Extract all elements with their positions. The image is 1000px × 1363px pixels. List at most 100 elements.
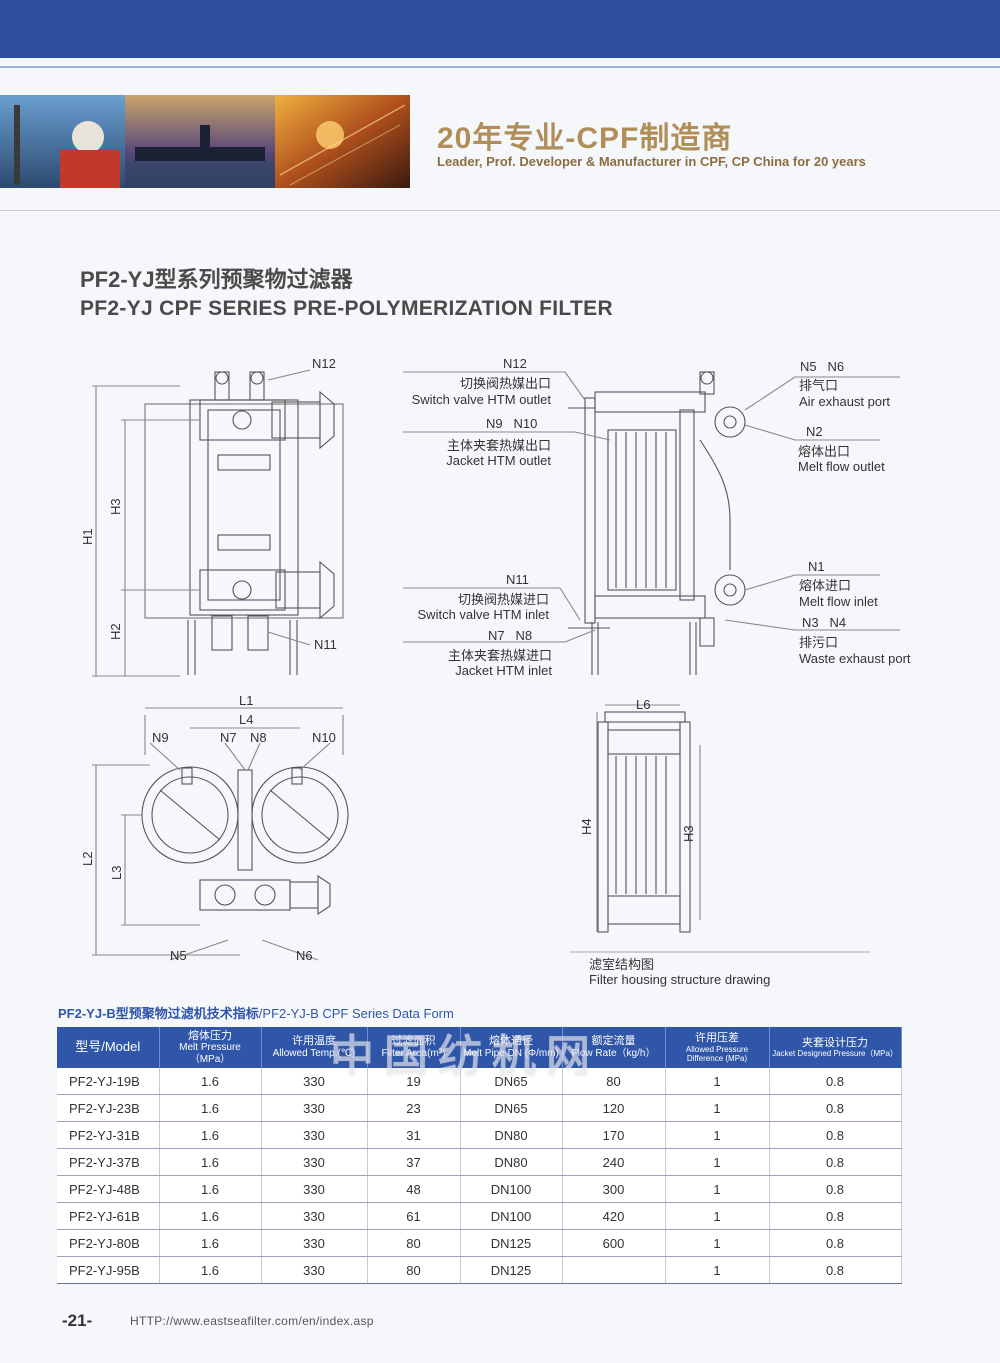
data-form-title: PF2-YJ-B型预聚物过滤机技术指标/PF2-YJ-B CPF Series … [58,1003,454,1022]
table-row: PF2-YJ-31B 1.6 330 31 DN80 170 1 0.8 [57,1121,902,1149]
front-n11-label: N11 [314,637,337,652]
top-n5-label: N5 [170,948,187,963]
housing-caption-cn: 滤室结构图 [589,957,654,972]
table-row: PF2-YJ-19B 1.6 330 19 DN65 80 1 0.8 [57,1068,902,1095]
cell-pressure-diff: 1 [665,1229,770,1257]
top-n9-label: N9 [152,730,169,745]
cell-area: 23 [367,1094,461,1122]
section-n11-label: N11 [506,572,529,587]
cell-area: 61 [367,1202,461,1230]
front-h2-label: H2 [108,623,123,640]
cell-pressure: 1.6 [159,1202,262,1230]
cell-dn: DN100 [460,1175,563,1203]
table-row: PF2-YJ-80B 1.6 330 80 DN125 600 1 0.8 [57,1229,902,1257]
cell-pressure-diff: 1 [665,1094,770,1122]
top-l2-label: L2 [80,852,95,866]
section-n12-label: N12 [503,356,527,371]
section-n1-label: N1 [808,559,825,574]
melt-outlet-en-label: Melt flow outlet [798,459,885,474]
cell-jacket-pressure: 0.8 [769,1175,902,1203]
cell-model: PF2-YJ-95B [57,1256,160,1284]
table-row: PF2-YJ-37B 1.6 330 37 DN80 240 1 0.8 [57,1148,902,1176]
cell-temp: 330 [261,1068,368,1095]
table-row: PF2-YJ-95B 1.6 330 80 DN125 1 0.8 [57,1256,902,1284]
section-n2-label: N2 [806,424,823,439]
product-title-english: PF2-YJ CPF SERIES PRE-POLYMERIZATION FIL… [80,297,613,320]
top-l1-label: L1 [239,693,253,708]
cell-flow: 240 [562,1148,666,1176]
cell-pressure-diff: 1 [665,1148,770,1176]
watermark-text: 中国纺机网 [330,1032,600,1081]
jacket-inlet-cn-label: 主体夹套热媒进口 [448,648,552,663]
cell-pressure: 1.6 [159,1256,262,1284]
table-row: PF2-YJ-23B 1.6 330 23 DN65 120 1 0.8 [57,1094,902,1122]
top-view-drawing [92,707,349,961]
cell-area: 80 [367,1229,461,1257]
cell-flow [562,1256,666,1284]
cell-dn: DN125 [460,1256,563,1284]
cell-jacket-pressure: 0.8 [769,1202,902,1230]
section-view-drawing [403,371,900,675]
top-n6-label: N6 [296,948,313,963]
cell-flow: 600 [562,1229,666,1257]
slogan-chinese: 20年专业-CPF制造商 [437,122,733,155]
section-n9-n10-label: N9 N10 [486,416,537,431]
housing-caption-en: Filter housing structure drawing [589,972,770,987]
front-view-drawing [92,369,344,677]
switch-inlet-cn-label: 切换阀热媒进口 [458,592,549,607]
cell-pressure-diff: 1 [665,1202,770,1230]
cell-model: PF2-YJ-31B [57,1121,160,1149]
cell-area: 80 [367,1256,461,1284]
cell-temp: 330 [261,1148,368,1176]
table-row: PF2-YJ-48B 1.6 330 48 DN100 300 1 0.8 [57,1175,902,1203]
cell-pressure-diff: 1 [665,1068,770,1095]
cell-pressure: 1.6 [159,1121,262,1149]
cell-jacket-pressure: 0.8 [769,1148,902,1176]
cell-jacket-pressure: 0.8 [769,1229,902,1257]
cell-model: PF2-YJ-48B [57,1175,160,1203]
cell-dn: DN125 [460,1229,563,1257]
cell-flow: 120 [562,1094,666,1122]
switch-outlet-cn-label: 切换阀热媒出口 [460,376,551,391]
switch-outlet-en-label: Switch valve HTM outlet [412,392,552,407]
jacket-outlet-en-label: Jacket HTM outlet [446,453,551,468]
footer-url-link[interactable]: HTTP://www.eastseafilter.com/en/index.as… [130,1314,374,1328]
top-n10-label: N10 [312,730,336,745]
cell-jacket-pressure: 0.8 [769,1094,902,1122]
cell-pressure: 1.6 [159,1068,262,1095]
jacket-outlet-cn-label: 主体夹套热媒出口 [447,438,551,453]
air-exhaust-cn-label: 排气口 [799,378,838,393]
cell-area: 19 [367,1068,461,1095]
waste-exhaust-en-label: Waste exhaust port [799,651,911,666]
section-n5-n6-label: N5 N6 [800,359,844,374]
cell-model: PF2-YJ-37B [57,1148,160,1176]
cell-model: PF2-YJ-19B [57,1068,160,1095]
cell-pressure-diff: 1 [665,1175,770,1203]
jacket-inlet-en-label: Jacket HTM inlet [455,663,552,678]
header-separator [0,210,1000,211]
header-model: 型号/Model [57,1027,160,1068]
front-h1-label: H1 [80,528,95,545]
top-l4-label: L4 [239,712,253,727]
cell-pressure: 1.6 [159,1229,262,1257]
front-h3-label: H3 [108,498,123,515]
top-l3-label: L3 [109,866,124,880]
cell-dn: DN80 [460,1121,563,1149]
cell-flow: 80 [562,1068,666,1095]
cell-dn: DN65 [460,1094,563,1122]
cell-model: PF2-YJ-80B [57,1229,160,1257]
cell-dn: DN100 [460,1202,563,1230]
cell-temp: 330 [261,1121,368,1149]
cell-jacket-pressure: 0.8 [769,1256,902,1284]
cell-flow: 300 [562,1175,666,1203]
cell-model: PF2-YJ-23B [57,1094,160,1122]
technical-drawings: N12 N11 H1 H2 H3 N12 切换阀热媒出口 Switch valv… [80,356,911,987]
cell-area: 37 [367,1148,461,1176]
